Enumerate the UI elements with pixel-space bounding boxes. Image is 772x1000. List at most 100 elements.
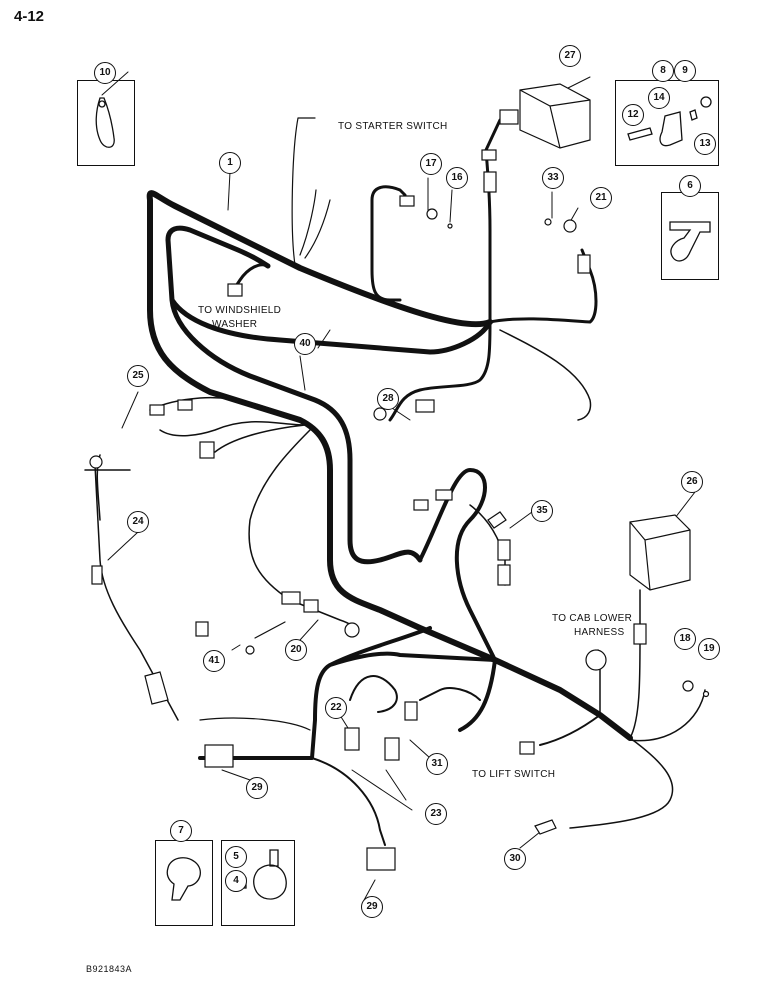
figure-code: B921843A bbox=[86, 964, 133, 974]
callout-33: 33 bbox=[542, 167, 564, 189]
washer-33 bbox=[544, 218, 552, 226]
wire-29-upper bbox=[199, 717, 311, 731]
callout-28: 28 bbox=[377, 388, 399, 410]
callout-17: 17 bbox=[420, 153, 442, 175]
branch-to-22 bbox=[349, 675, 398, 713]
nut-14-part bbox=[700, 96, 712, 108]
lamp-26 bbox=[629, 514, 691, 591]
connector-25c bbox=[177, 399, 193, 411]
switch-29-lower bbox=[366, 847, 396, 871]
connector-17 bbox=[399, 195, 415, 207]
callout-29-upper: 29 bbox=[246, 777, 268, 799]
callout-6: 6 bbox=[679, 175, 701, 197]
callout-23: 23 bbox=[425, 803, 447, 825]
callout-7: 7 bbox=[170, 820, 192, 842]
callout-4: 4 bbox=[225, 870, 247, 892]
label-to-cab-lower-line1: TO CAB LOWER bbox=[552, 613, 633, 624]
connector-20a bbox=[281, 591, 301, 605]
switch-29-upper bbox=[204, 744, 234, 768]
callout-41: 41 bbox=[203, 650, 225, 672]
lower-harness bbox=[198, 626, 497, 760]
grommet-20 bbox=[344, 622, 360, 638]
label-to-cab-lower-line2: HARNESS bbox=[574, 627, 625, 638]
callout-24: 24 bbox=[127, 511, 149, 533]
callout-14: 14 bbox=[648, 87, 670, 109]
branch-to-lift-switch bbox=[539, 714, 601, 746]
callout-16: 16 bbox=[446, 167, 468, 189]
page-number: 4-12 bbox=[14, 8, 45, 25]
connector-25 bbox=[199, 441, 215, 459]
main-harness-1 bbox=[146, 190, 633, 741]
callout-27: 27 bbox=[559, 45, 581, 67]
bulb-17 bbox=[426, 208, 438, 220]
connector-washer bbox=[227, 283, 243, 297]
branch-to-29-lower bbox=[311, 757, 386, 846]
callout-25: 25 bbox=[127, 365, 149, 387]
bracket-6-part bbox=[669, 221, 711, 262]
callout-40: 40 bbox=[294, 333, 316, 355]
branch-to-washer bbox=[230, 263, 270, 294]
connector-27 bbox=[499, 109, 519, 125]
connector-35c bbox=[497, 539, 511, 561]
clamp-10-part bbox=[95, 97, 115, 148]
harness-40-loop bbox=[418, 468, 497, 662]
label-to-windshield-line2: WASHER bbox=[212, 319, 258, 330]
connector-lift bbox=[519, 741, 535, 755]
sender-arm-24 bbox=[144, 671, 169, 705]
cab-lower-plug bbox=[585, 649, 607, 671]
switch-28 bbox=[373, 407, 387, 421]
sender-head-24 bbox=[89, 455, 103, 469]
bulb-21 bbox=[563, 219, 577, 233]
branch-to-21 bbox=[488, 248, 598, 324]
harness-40 bbox=[165, 225, 493, 565]
callout-5: 5 bbox=[225, 846, 247, 868]
module-27 bbox=[519, 83, 591, 149]
connector-35b bbox=[413, 499, 429, 511]
connector-28 bbox=[415, 399, 435, 413]
switch-31 bbox=[384, 737, 400, 761]
label-to-starter-switch: TO STARTER SWITCH bbox=[338, 121, 448, 132]
bulb-41 bbox=[245, 645, 255, 655]
branch-to-starter bbox=[291, 117, 331, 266]
branch-to-19 bbox=[629, 689, 706, 742]
connector-b bbox=[483, 171, 497, 193]
callout-19: 19 bbox=[698, 638, 720, 660]
callout-10: 10 bbox=[94, 62, 116, 84]
sender-float-24 bbox=[91, 565, 103, 585]
callout-30: 30 bbox=[504, 848, 526, 870]
wire-to-41 bbox=[254, 621, 286, 639]
leader-lines bbox=[101, 71, 696, 903]
bracket-13-part bbox=[659, 111, 683, 147]
connector-35d bbox=[497, 564, 511, 586]
label-to-windshield-line1: TO WINDSHIELD bbox=[198, 305, 282, 316]
bulb-18 bbox=[682, 680, 694, 692]
branch-to-31 bbox=[419, 687, 481, 701]
inset-box-bracket-4-5 bbox=[221, 840, 295, 926]
callout-35: 35 bbox=[531, 500, 553, 522]
connector-31 bbox=[404, 701, 418, 721]
washer-16 bbox=[447, 223, 453, 229]
callout-22: 22 bbox=[325, 697, 347, 719]
connector-41 bbox=[195, 621, 209, 637]
callout-18: 18 bbox=[674, 628, 696, 650]
callout-29-lower: 29 bbox=[361, 896, 383, 918]
callout-8: 8 bbox=[652, 60, 674, 82]
callout-20: 20 bbox=[285, 639, 307, 661]
fuel-sender-24 bbox=[84, 454, 179, 721]
sensor-30 bbox=[534, 819, 557, 835]
branch-to-20 bbox=[248, 429, 356, 633]
callout-12: 12 bbox=[622, 104, 644, 126]
callout-9: 9 bbox=[674, 60, 696, 82]
connector-25b bbox=[149, 404, 165, 416]
callout-1: 1 bbox=[219, 152, 241, 174]
connector-21 bbox=[577, 254, 591, 274]
washer-19 bbox=[702, 690, 710, 698]
clamp-7-part bbox=[166, 857, 201, 901]
callout-13: 13 bbox=[694, 133, 716, 155]
switch-22 bbox=[344, 727, 360, 751]
connector-20b bbox=[303, 599, 319, 613]
branch-to-30 bbox=[569, 737, 674, 829]
branch-to-25 bbox=[149, 396, 306, 453]
sensor-35 bbox=[487, 511, 507, 529]
